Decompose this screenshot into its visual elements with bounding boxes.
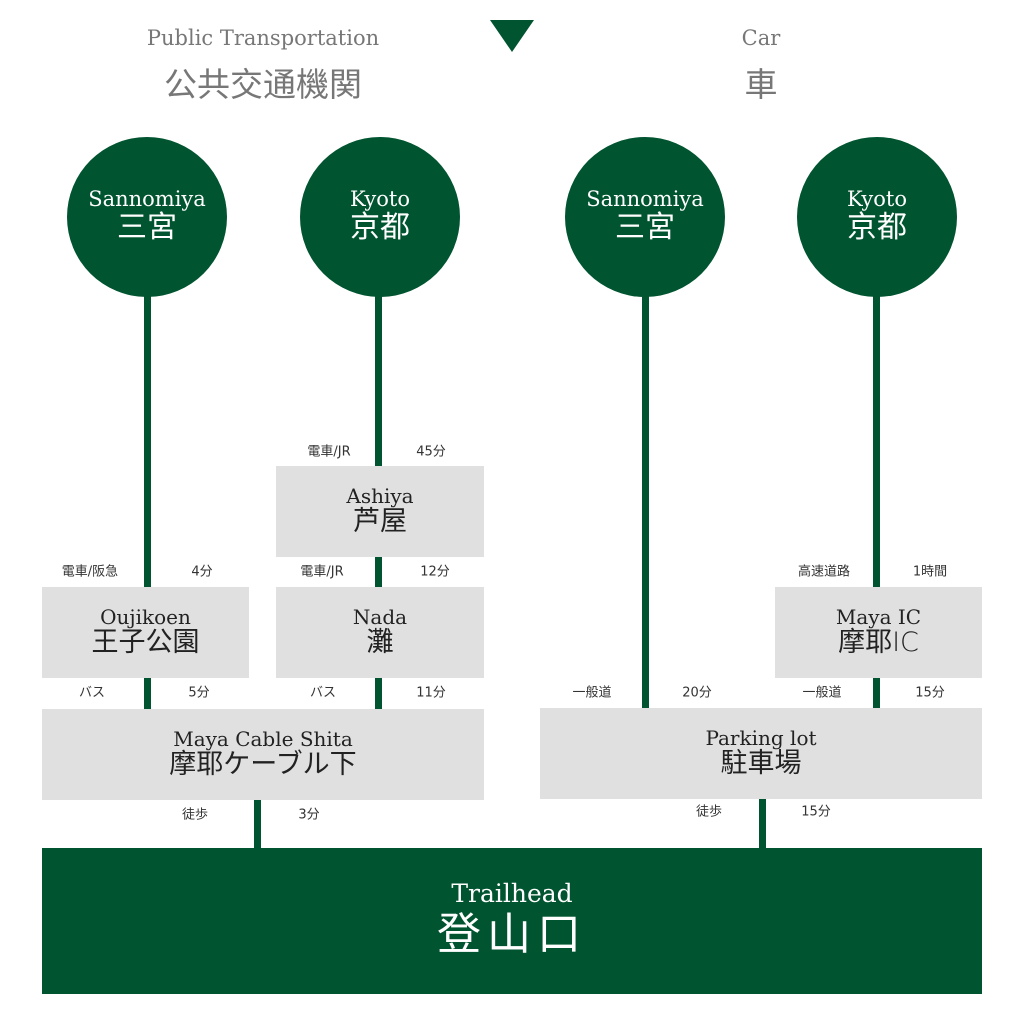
origin-sannomiya-car: Sannomiya 三宮 [565, 137, 725, 297]
leg-time: 3分 [298, 807, 320, 823]
leg-mode: 電車/JR [307, 444, 351, 460]
connector-line [144, 290, 151, 590]
car-heading-ja: 車 [744, 65, 778, 104]
stop-ja: 摩耶ケーブル下 [169, 748, 357, 780]
origin-ja: 京都 [350, 210, 410, 245]
leg-mode: バス [309, 685, 337, 701]
stop-en: Parking lot [705, 725, 817, 750]
stop-nada: Nada 灘 [276, 587, 484, 678]
origin-kyoto-car: Kyoto 京都 [797, 137, 957, 297]
trailhead-ja: 登山口 [437, 909, 587, 960]
leg-mode: バス [78, 685, 106, 701]
car-heading: Car [741, 26, 781, 50]
leg-time: 15分 [915, 685, 945, 701]
leg-mode: 高速道路 [797, 564, 851, 580]
leg-mode: 一般道 [572, 685, 612, 701]
stop-ja: 王子公園 [91, 626, 200, 658]
leg-time: 5分 [188, 685, 210, 701]
connector-line [375, 290, 382, 468]
leg-mode: 電車/阪急 [61, 564, 119, 580]
stop-en: Nada [352, 604, 408, 629]
leg-time: 1時間 [912, 564, 948, 580]
origin-ja: 京都 [847, 210, 907, 245]
stop-ja: 駐車場 [720, 747, 802, 779]
public-transport-heading: Public Transportation [146, 26, 380, 50]
origin-sannomiya-transit: Sannomiya 三宮 [67, 137, 227, 297]
stop-ja: 摩耶IC [838, 626, 919, 658]
stop-ashiya: Ashiya 芦屋 [276, 466, 484, 557]
stop-parking-lot: Parking lot 駐車場 [540, 708, 982, 799]
connector-line [873, 676, 880, 710]
leg-mode: 徒歩 [181, 807, 209, 823]
stop-oujikoen: Oujikoen 王子公園 [42, 587, 249, 678]
stop-maya-cable-shita: Maya Cable Shita 摩耶ケーブル下 [42, 709, 484, 800]
trailhead-en: Trailhead [451, 879, 573, 908]
leg-time: 12分 [420, 564, 450, 580]
connector-line [144, 676, 151, 711]
leg-mode: 徒歩 [695, 804, 723, 820]
connector-line [254, 798, 261, 850]
stop-ja: 灘 [366, 626, 394, 658]
public-transport-heading-ja: 公共交通機関 [164, 65, 362, 104]
origin-en: Sannomiya [88, 187, 206, 211]
leg-mode: 一般道 [802, 685, 842, 701]
stop-en: Oujikoen [100, 604, 191, 629]
origin-ja: 三宮 [117, 210, 177, 245]
leg-mode: 電車/JR [300, 564, 344, 580]
origin-en: Kyoto [847, 187, 907, 211]
stop-ja: 芦屋 [353, 505, 407, 537]
trailhead-destination: Trailhead 登山口 [42, 848, 982, 994]
stop-maya-ic: Maya IC 摩耶IC [775, 587, 982, 678]
stop-en: Maya Cable Shita [173, 726, 353, 751]
leg-time: 4分 [191, 564, 213, 580]
stop-en: Ashiya [346, 483, 414, 508]
origin-en: Kyoto [350, 187, 410, 211]
leg-time: 15分 [801, 804, 831, 820]
stop-en: Maya IC [835, 604, 922, 629]
origin-en: Sannomiya [586, 187, 704, 211]
down-arrow-icon [490, 20, 534, 52]
connector-line [873, 290, 880, 590]
leg-time: 20分 [682, 685, 712, 701]
origin-kyoto-transit: Kyoto 京都 [300, 137, 460, 297]
leg-time: 11分 [416, 685, 446, 701]
connector-line [375, 676, 382, 711]
leg-time: 45分 [416, 444, 446, 460]
origin-ja: 三宮 [615, 210, 675, 245]
connector-line [642, 290, 649, 710]
connector-line [759, 797, 766, 850]
connector-line [375, 555, 382, 589]
